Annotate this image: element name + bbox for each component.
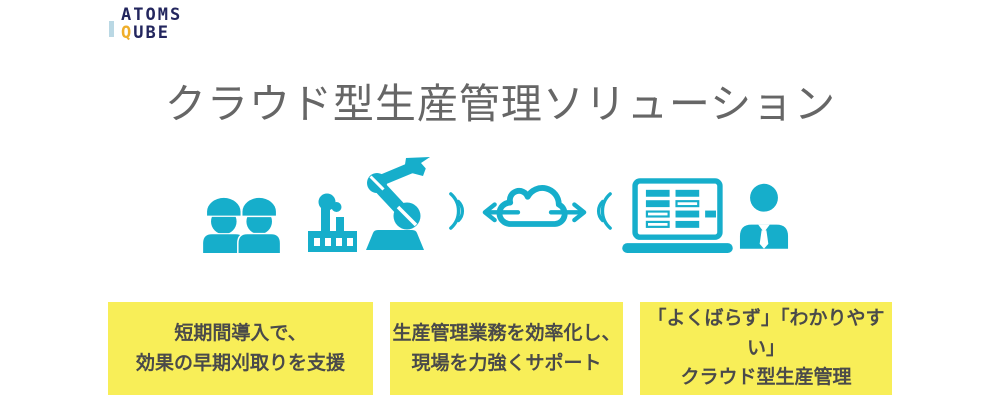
feature-text-line1: 生産管理業務を効率化し、 bbox=[392, 323, 621, 345]
laptop-icon bbox=[622, 178, 733, 253]
feature-text-line2: 効果の早期刈取りを支援 bbox=[135, 352, 345, 374]
logo-text: ATOMS QUBE bbox=[121, 6, 182, 42]
feature-text-line2: 現場を力強くサポート bbox=[411, 352, 602, 374]
feature-card-simple-cloud: 「よくばらず」「わかりやすい」 クラウド型生産管理 bbox=[640, 302, 892, 395]
workers-icon bbox=[202, 196, 281, 253]
feature-text-line2: クラウド型生産管理 bbox=[680, 367, 852, 389]
feature-text-line1: 短期間導入で、 bbox=[174, 323, 307, 345]
factory-icon bbox=[308, 193, 357, 252]
robot-arm-icon bbox=[366, 157, 430, 250]
business-person-icon bbox=[739, 183, 789, 250]
page-title: クラウド型生産管理ソリューション bbox=[164, 81, 837, 127]
logo-accent-bar bbox=[109, 21, 114, 37]
logo-letters-ube: UBE bbox=[133, 23, 170, 43]
feature-boxes: 短期間導入で、 効果の早期刈取りを支援 生産管理業務を効率化し、 現場を力強くサ… bbox=[108, 302, 892, 395]
feature-card-quick-deployment: 短期間導入で、 効果の早期刈取りを支援 bbox=[108, 302, 373, 395]
feature-text-line1: 「よくばらず」「わかりやすい」 bbox=[647, 308, 885, 359]
cloud-sync-icon bbox=[482, 185, 587, 227]
logo-letter-q: Q bbox=[121, 23, 134, 43]
logo-line-atoms: ATOMS bbox=[121, 5, 183, 25]
signal-waves-left-icon bbox=[449, 192, 464, 230]
signal-waves-right-icon bbox=[597, 192, 612, 230]
feature-card-efficiency-support: 生産管理業務を効率化し、 現場を力強くサポート bbox=[390, 302, 623, 395]
logo-line-qube: QUBE bbox=[121, 24, 182, 42]
atoms-qube-logo: ATOMS QUBE bbox=[109, 6, 182, 42]
